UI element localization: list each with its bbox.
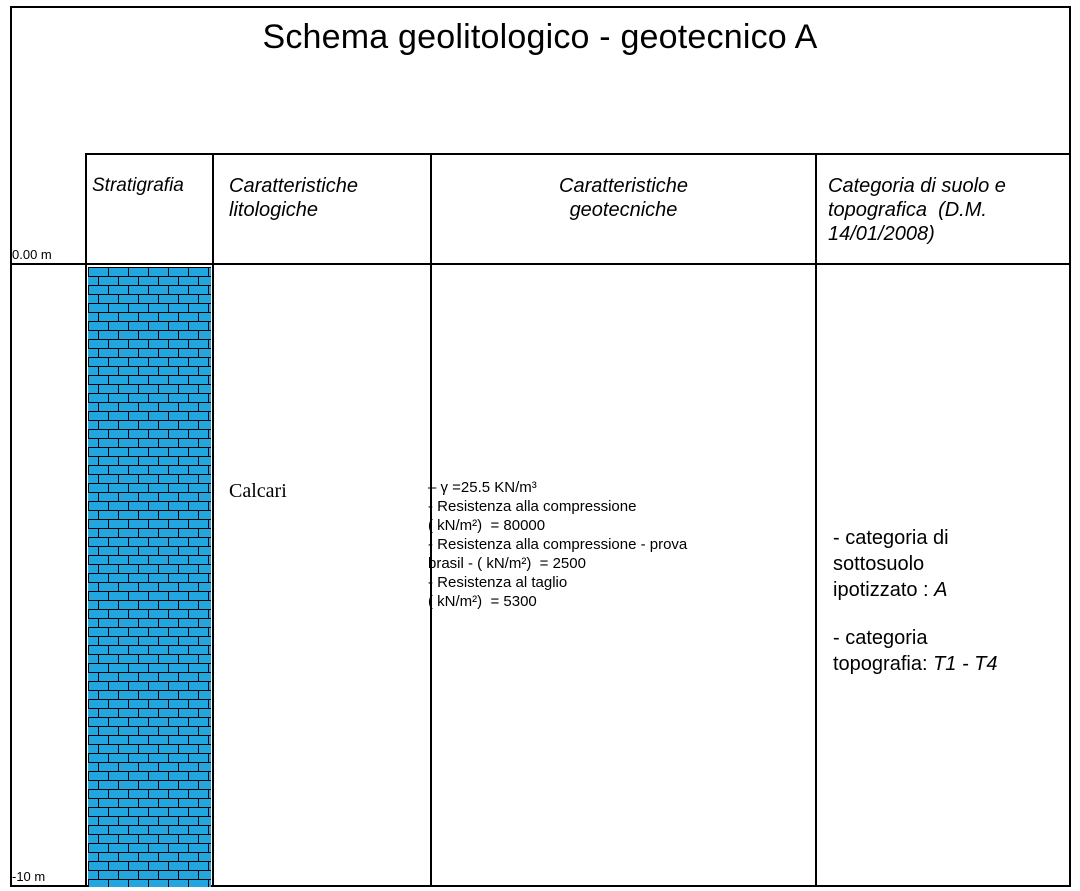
geotechnical-line-5: brasil - ( kN/m²) = 2500: [428, 555, 586, 572]
subsoil-category-line3: ipotizzato : A: [833, 577, 998, 603]
header-categoria-line2: topografica (D.M.: [828, 199, 987, 221]
topography-category-label: topografia:: [833, 653, 934, 675]
geotechnical-line-6: - Resistenza al taglio: [428, 574, 568, 591]
topography-category-value: T1 - T4: [933, 653, 998, 675]
depth-zero-rule: [10, 263, 1071, 265]
geotechnical-line-4: - Resistenza alla compressione - prova: [428, 536, 688, 553]
bottom-rule: [10, 885, 1071, 887]
header-categoria-line1: Categoria di suolo e: [828, 175, 1006, 197]
header-geotecniche-line2: geotecniche: [569, 199, 678, 221]
col-divider-2: [212, 153, 214, 887]
limestone-brick-pattern: [88, 267, 211, 887]
header-litologiche-line1: Caratteristiche: [229, 175, 358, 197]
header-geotecniche: Caratteristiche geotecniche: [432, 174, 815, 222]
header-geotecniche-line1: Caratteristiche: [559, 175, 688, 197]
geotechnical-line-1: – γ =25.5 KN/m³: [428, 479, 537, 496]
subsoil-category-line1: - categoria di: [833, 527, 949, 549]
header-top-rule: [85, 153, 1071, 155]
header-stratigrafia: Stratigrafia: [92, 174, 184, 198]
depth-label-top: 0.00 m: [12, 247, 52, 262]
header-litologiche: Caratteristiche litologiche: [229, 174, 358, 222]
category-block: - categoria di sottosuolo ipotizzato : A…: [833, 525, 998, 677]
subsoil-category-label: ipotizzato :: [833, 579, 935, 601]
col-divider-4: [815, 153, 817, 887]
depth-label-bottom: -10 m: [12, 869, 46, 884]
col-divider-1: [85, 153, 87, 887]
lithology-label: Calcari: [229, 480, 287, 502]
subsoil-category-line2: sottosuolo: [833, 553, 925, 575]
header-categoria-line3: 14/01/2008): [828, 223, 935, 245]
border-left: [10, 6, 12, 886]
header-categoria: Categoria di suolo e topografica (D.M. 1…: [828, 174, 1006, 246]
subsoil-category-value: A: [934, 579, 948, 601]
topography-category-line2: topografia: T1 - T4: [833, 651, 998, 677]
topography-category-line1: - categoria: [833, 627, 928, 649]
diagram-title: Schema geolitologico - geotecnico A: [262, 18, 818, 56]
geotechnical-line-3: ( kN/m²) = 80000: [428, 517, 546, 534]
header-stratigrafia-label: Stratigrafia: [92, 175, 184, 196]
col-divider-3: [430, 153, 432, 887]
border-top: [10, 6, 1070, 8]
border-right: [1069, 6, 1071, 886]
geotechnical-line-7: ( kN/m²) = 5300: [428, 593, 537, 610]
geotechnical-list: – γ =25.5 KN/m³ - Resistenza alla compre…: [428, 478, 687, 611]
geotechnical-line-2: - Resistenza alla compressione: [428, 498, 637, 515]
header-litologiche-line2: litologiche: [229, 199, 318, 221]
